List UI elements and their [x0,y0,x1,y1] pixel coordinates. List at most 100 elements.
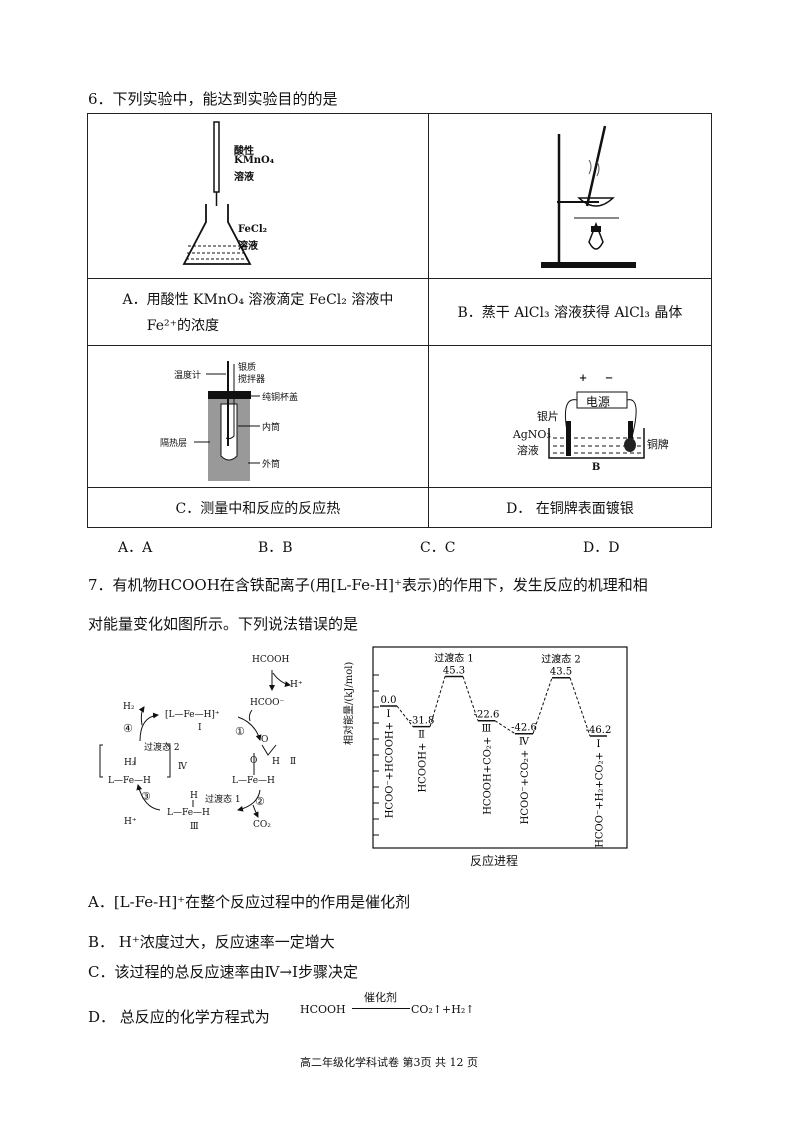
mech-ts2: 过渡态 2 [144,743,180,753]
mech-step-2: ② [255,795,265,808]
mech-complex-1: [L—Fe—H]⁺ [165,710,220,720]
q6-option-d[interactable]: D．D [583,540,620,556]
mech-hcoo: HCOO⁻ [250,698,285,708]
energy-path [462,676,479,721]
intermediate-label: Ⅳ [519,737,530,748]
mech-h2: H₂ [123,702,135,712]
figure-b-evaporation [427,113,713,279]
label-acidic: 酸性 [234,146,254,157]
species-label: HCOO⁻+CO₂+ [520,750,531,825]
label-copper: 铜牌 [646,438,669,451]
figure-a-titration: 酸性 KMnO₄ 溶液 FeCl₂ 溶液 [87,113,429,279]
y-axis-label: 相对能量/(kJ/mol) [344,661,355,745]
q7-option-a[interactable]: A．[L-Fe-H]⁺在整个反应过程中的作用是催化剂 [88,893,411,911]
equation-reactant: HCOOH [300,1003,346,1016]
energy-value-label: -31.8 [409,716,435,727]
label-b: B [591,462,601,473]
question-7-stem-2: 对能量变化如图所示。下列说法错误的是 [88,615,359,633]
intermediate-label: Ⅰ [597,739,601,750]
figure-d-electroplating: + − 电源 银片 AgNO₃ 溶液 铜牌 B [427,345,713,488]
mech-hcooh: HCOOH [252,655,290,665]
label-thermometer: 温度计 [174,371,202,381]
equation-catalyst: 催化剂 [364,991,397,1004]
species-label: HCOO⁻+HCOOH+ [385,722,396,818]
label-fecl2: FeCl₂ [238,224,268,235]
label-minus: − [604,373,614,384]
label-silver: 银片 [536,410,559,423]
label-agno3: AgNO₃ [512,428,551,441]
energy-value-label: -46.2 [586,725,612,736]
species-label: HCOO⁻+H₂+CO₂+ [595,752,606,848]
transition-state-label: 过渡态 1 [434,652,474,665]
label-plus: + [578,373,588,384]
label-stirrer-2: 搅拌器 [238,375,266,385]
q6-option-b[interactable]: B．B [258,540,293,556]
mech-roman-2: Ⅱ [290,757,297,767]
mech-hplus-2: H⁺ [124,817,137,827]
label-solution: 溶液 [516,444,539,457]
x-axis-label: 反应进程 [470,854,519,868]
mech-complex-4: L—Fe—H [108,776,151,786]
mech-o-2: O [250,756,258,766]
caption-a-line1: A．用酸性 KMnO₄ 溶液滴定 FeCl₂ 溶液中 [122,292,394,308]
intermediate-label: Ⅱ [418,730,425,741]
label-insulation: 隔热层 [160,439,188,449]
caption-a-line2: Fe²⁺的浓度 [146,318,220,334]
question-6-table: 酸性 KMnO₄ 溶液 FeCl₂ 溶液 A．用酸性 KMnO₄ 溶液滴定 Fe… [87,113,713,528]
energy-path [569,677,591,737]
option-b-caption: B．蒸干 AlCl₃ 溶液获得 AlCl₃ 晶体 [427,278,713,346]
page-footer: 高二年级化学科试卷 第3页 共 12 页 [300,1056,478,1069]
label-solution: 溶液 [234,172,254,183]
q6-option-a[interactable]: A．A [118,540,153,556]
mech-hplus: H⁺ [290,680,303,690]
intermediate-label: Ⅲ [482,724,492,735]
mech-complex-4-h2: H₂ [124,758,136,768]
label-power: 电源 [585,395,610,409]
mech-step-1: ① [235,725,245,738]
label-solution-2: 溶液 [238,241,258,252]
option-d-caption: D． 在铜牌表面镀银 [427,487,713,528]
mech-complex-2: L—Fe—H [232,776,275,786]
mech-roman-1: Ⅰ [198,723,202,733]
label-inner: 内筒 [262,423,281,433]
mech-roman-4: Ⅳ [178,762,187,772]
mech-step-4: ④ [123,722,133,735]
intermediate-label: Ⅰ [387,709,391,720]
plot-frame [372,646,628,849]
transition-state-label: 过渡态 2 [541,653,581,666]
label-stirrer-1: 银质 [238,363,257,373]
energy-value-label: 43.5 [550,667,572,678]
label-kmno4: KMnO₄ [234,155,275,166]
energy-path [396,705,414,727]
label-outer: 外筒 [262,460,281,470]
q7-option-c[interactable]: C．该过程的总反应速率由Ⅳ→Ⅰ步骤决定 [88,963,358,981]
mech-h: H [272,757,280,767]
q7-option-d[interactable]: D． 总反应的化学方程式为 [88,1008,270,1026]
option-c-caption: C．测量中和反应的反应热 [87,487,429,528]
mech-roman-3: Ⅲ [190,822,199,832]
question-7-stem-1: 7．有机物HCOOH在含铁配离子(用[L-Fe-H]⁺表示)的作用下，发生反应的… [88,576,648,594]
question-6-stem: 6．下列实验中，能达到实验目的的是 [88,90,338,108]
equation-products: CO₂↑+H₂↑ [411,1003,475,1016]
mech-h-top: H [190,791,198,801]
mech-co2: CO₂ [253,820,271,830]
energy-value-label: 45.3 [443,666,465,677]
species-label: HCOOH+CO₂+ [483,737,494,815]
mech-complex-3: L—Fe—H [167,808,210,818]
mech-ts1: 过渡态 1 [205,795,241,805]
energy-path [532,677,553,734]
figure-c-calorimeter: 温度计 银质 搅拌器 纯铜杯盖 内筒 隔热层 外筒 [87,345,429,488]
energy-path [429,676,446,727]
mech-o-1: O [261,735,269,745]
equation-arrow-line [352,1008,410,1009]
mech-step-3: ③ [141,790,151,803]
option-a-caption: A．用酸性 KMnO₄ 溶液滴定 FeCl₂ 溶液中 Fe²⁺的浓度 [87,278,429,346]
energy-value-label: -42.6 [511,723,537,734]
label-lid: 纯铜杯盖 [262,393,299,403]
species-label: HCOOH+ [418,743,429,793]
q7-option-b[interactable]: B． H⁺浓度过大，反应速率一定增大 [88,933,335,951]
energy-path [494,720,516,735]
energy-value-label: 0.0 [381,695,397,706]
energy-value-label: -22.6 [474,710,500,721]
q6-option-c[interactable]: C．C [420,540,456,556]
